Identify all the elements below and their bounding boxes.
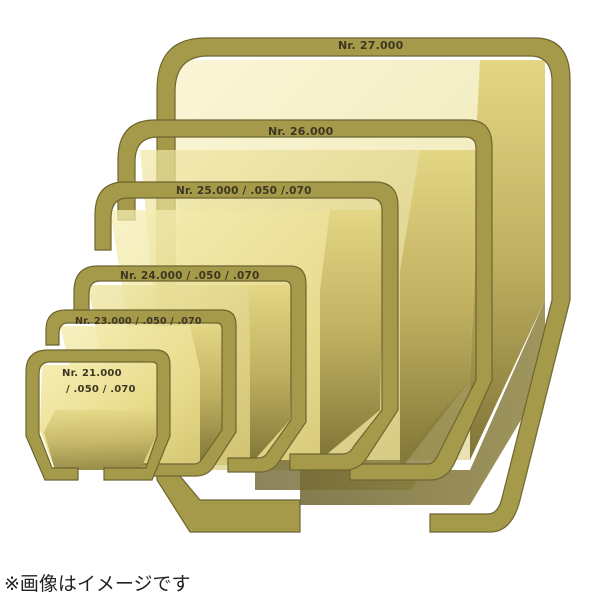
profile-label-nr-21000-line1: Nr. 21.000 (62, 368, 122, 379)
profile-nr-21000 (25, 349, 171, 481)
profile-label-nr-26000: Nr. 26.000 (268, 125, 334, 138)
profile-label-nr-23000: Nr. 23.000 / .050 / .070 (75, 316, 202, 327)
profile-label-nr-24000: Nr. 24.000 / .050 / .070 (120, 270, 260, 282)
image-disclaimer-caption: ※画像はイメージです (4, 573, 191, 595)
profile-label-nr-21000-line2: / .050 / .070 (66, 384, 136, 395)
profile-label-nr-25000: Nr. 25.000 / .050 /.070 (176, 185, 312, 197)
profile-label-nr-27000: Nr. 27.000 (338, 39, 404, 52)
